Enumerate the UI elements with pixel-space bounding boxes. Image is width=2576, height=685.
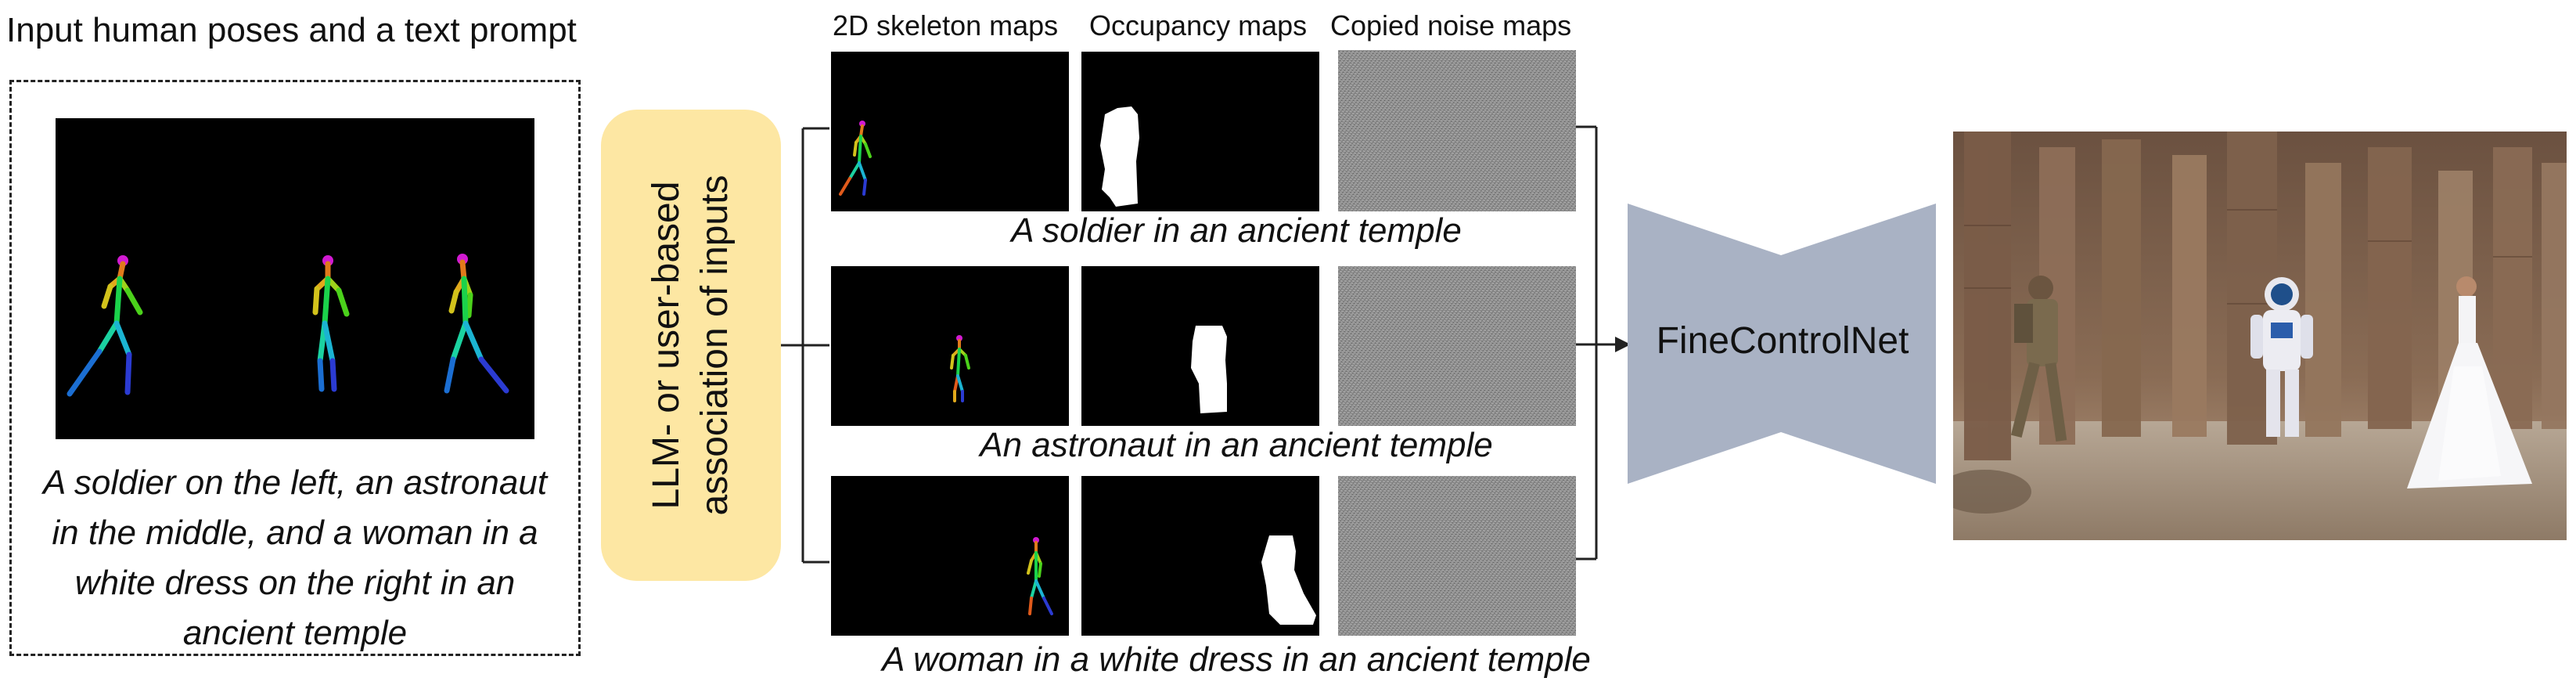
skeleton-right xyxy=(444,254,509,394)
input-box: A soldier on the left, an astronaut in t… xyxy=(9,80,581,656)
network-shape xyxy=(1628,204,1936,484)
input-pose-skeletons xyxy=(67,254,509,397)
woman-figure xyxy=(2407,276,2532,489)
arrow-head-icon xyxy=(1615,337,1631,352)
caption-soldier: A soldier in an ancient temple xyxy=(1011,211,1462,250)
occupancy-shape-soldier xyxy=(1100,106,1139,207)
skeleton-map-astronaut xyxy=(831,266,1069,426)
noise-map-woman xyxy=(1338,476,1576,636)
caption-woman: A woman in a white dress in an ancient t… xyxy=(882,640,1591,679)
astronaut-figure xyxy=(2250,277,2313,437)
occupancy-shape-astronaut xyxy=(1191,326,1227,413)
skeleton-woman xyxy=(1027,537,1053,615)
prompt-line: A soldier on the left, an astronaut xyxy=(42,463,548,502)
occupancy-map-woman xyxy=(1081,476,1319,636)
occupancy-shape-woman xyxy=(1261,535,1316,625)
noise-map-astronaut xyxy=(1338,266,1576,426)
association-box: LLM- or user-based association of inputs xyxy=(601,110,781,581)
output-image xyxy=(1953,132,2567,540)
occupancy-map-soldier xyxy=(1081,52,1319,211)
soldier-figure xyxy=(2010,276,2067,442)
input-title: Input human poses and a text prompt xyxy=(6,11,577,49)
skeleton-left xyxy=(67,255,143,397)
input-text-prompt: A soldier on the left, an astronaut in t… xyxy=(12,458,578,658)
noise-map-soldier xyxy=(1338,50,1576,211)
prompt-line: ancient temple xyxy=(182,614,408,652)
header-skeleton-maps: 2D skeleton maps xyxy=(833,9,1059,41)
header-occupancy-maps: Occupancy maps xyxy=(1089,9,1308,41)
skeleton-map-soldier xyxy=(831,52,1069,211)
network-label: FineControlNet xyxy=(1656,320,1909,362)
skeleton-map-woman xyxy=(831,476,1069,636)
caption-astronaut: An astronaut in an ancient temple xyxy=(980,426,1493,464)
output-scene xyxy=(1953,132,2567,540)
network-hourglass xyxy=(1628,204,1936,484)
input-pose-image xyxy=(56,118,534,439)
prompt-line: in the middle, and a woman in a xyxy=(52,514,538,552)
occupancy-map-astronaut xyxy=(1081,266,1319,426)
prompt-line: white dress on the right in an xyxy=(74,564,516,602)
split-bracket xyxy=(781,127,829,564)
skeleton-astronaut xyxy=(950,335,970,402)
column-carvings xyxy=(1964,209,2532,305)
skeleton-middle xyxy=(312,255,350,392)
header-noise-maps: Copied noise maps xyxy=(1330,9,1572,41)
skeleton-soldier xyxy=(839,121,872,196)
